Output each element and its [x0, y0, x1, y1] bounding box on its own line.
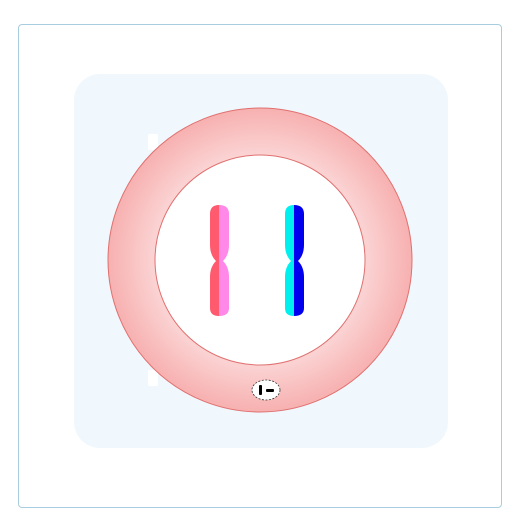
chromosome-2 [285, 205, 304, 316]
centriole-horizontal [266, 389, 274, 392]
nucleus [154, 154, 366, 366]
chromosome-1-chromatid-left [210, 205, 219, 316]
centrosome-icon [251, 379, 281, 401]
stage-edge-mark-bottom [148, 370, 158, 386]
centriole-vertical [259, 385, 262, 395]
stage-edge-mark-top [148, 134, 158, 150]
chromosome-1 [210, 205, 229, 316]
chromosome-1-chromatid-right [219, 205, 229, 316]
chromosome-2-chromatid-left [285, 205, 294, 316]
chromosome-2-chromatid-right [294, 205, 304, 316]
